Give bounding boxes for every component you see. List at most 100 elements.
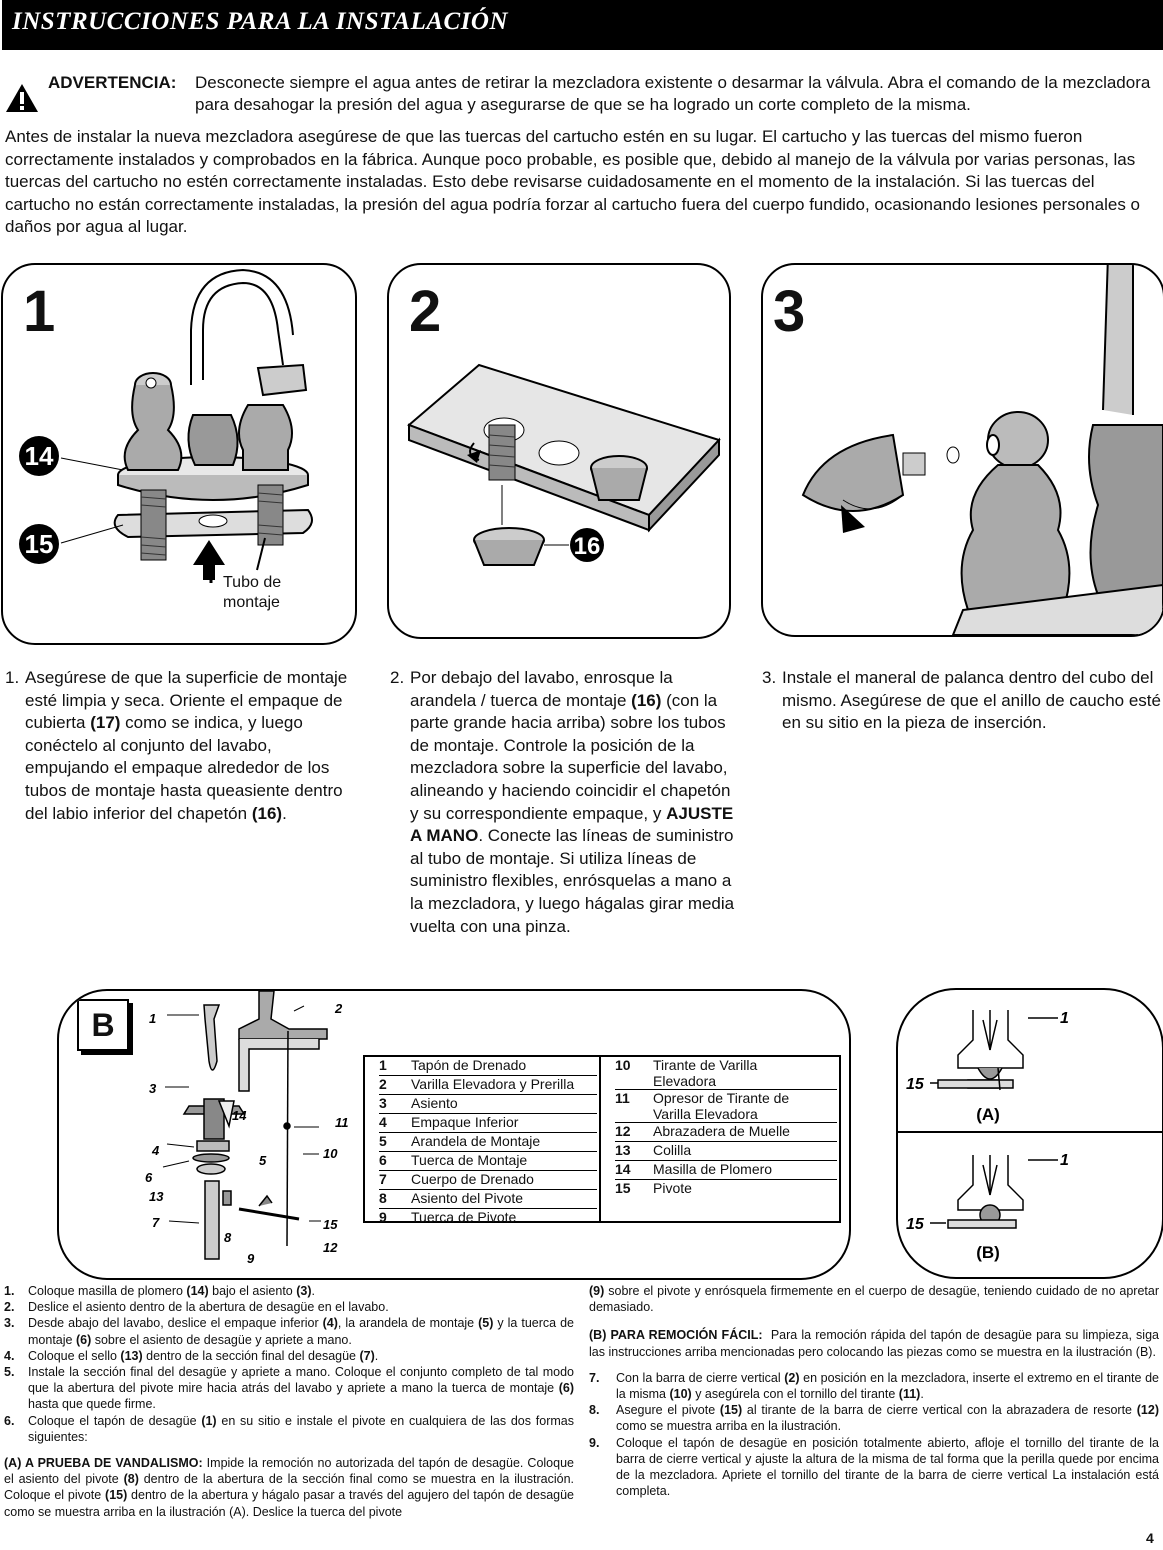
item-text: Asegure el pivote (15) al tirante de la … bbox=[616, 1403, 1159, 1434]
instruction-item: 9.Coloque el tapón de desagüe en posició… bbox=[589, 1435, 1159, 1500]
warning-icon bbox=[6, 84, 38, 112]
page-number: 4 bbox=[1146, 1530, 1154, 1546]
step-number: 1. bbox=[5, 668, 20, 687]
step-3-text: 3. Instale el maneral de palanca dentro … bbox=[762, 667, 1162, 737]
item-text: Con la barra de cierre vertical (2) en p… bbox=[616, 1370, 1159, 1402]
panel-number: 1 bbox=[23, 279, 56, 344]
part-name: Cuerpo de Drenado bbox=[411, 1170, 597, 1190]
page-title: INSTRUCCIONES PARA LA INSTALACIÓN bbox=[12, 8, 509, 35]
item-text: Coloque el tapón de desagüe (1) en su si… bbox=[28, 1413, 574, 1444]
part-name: Tuerca de Montaje bbox=[411, 1151, 597, 1171]
item-text: Instale la sección final del desagüe y a… bbox=[28, 1365, 574, 1412]
faucet-illustration: 14 15 bbox=[19, 268, 313, 583]
part-number: 12 bbox=[615, 1122, 653, 1142]
part-number: 10 bbox=[615, 1057, 653, 1090]
part-name: Pivote bbox=[653, 1180, 692, 1196]
step-1-text: 1. Asegúrese de que la superficie de mon… bbox=[5, 667, 360, 837]
panel-divider bbox=[898, 1131, 1162, 1133]
item-text: Coloque masilla de plomero (14) bajo el … bbox=[28, 1284, 315, 1298]
sink-underside-illustration: 16 bbox=[407, 363, 721, 566]
part-number: 9 bbox=[379, 1209, 387, 1225]
diagram-label: 9 bbox=[247, 1251, 255, 1266]
instruction-item: 6.Coloque el tapón de desagüe (1) en su … bbox=[4, 1413, 574, 1445]
part-name-line2: Varilla Elevadora bbox=[653, 1106, 758, 1122]
part-name: Masilla de Plomero bbox=[653, 1160, 837, 1180]
part-number: 4 bbox=[379, 1113, 411, 1133]
callout-15: 15 bbox=[25, 529, 54, 559]
item-number: 9. bbox=[589, 1435, 600, 1450]
instruction-item: 1. Coloque masilla de plomero (14) bajo e… bbox=[4, 1283, 574, 1299]
part-name: Asiento del Pivote bbox=[411, 1189, 597, 1209]
instruction-item: 8. Asegure el pivote (15) al tirante de l… bbox=[589, 1402, 1159, 1434]
callout-14: 14 bbox=[25, 441, 54, 471]
pivot-options-illustration: 1 15 1 15 (A) (B) bbox=[906, 1010, 1069, 1262]
intro-paragraph: Antes de instalar la nueva mezcladora as… bbox=[5, 127, 1140, 236]
part-number: 7 bbox=[379, 1170, 411, 1190]
diagram-label: 8 bbox=[224, 1230, 232, 1245]
instruction-item: 2.Deslice el asiento dentro de la abertu… bbox=[4, 1299, 574, 1315]
diagram-letter-box: B bbox=[77, 999, 129, 1051]
part-name: Colilla bbox=[653, 1141, 837, 1161]
diagram-label: 13 bbox=[149, 1189, 164, 1204]
table-divider bbox=[599, 1057, 601, 1221]
step-body: Asegúrese de que la superficie de montaj… bbox=[25, 668, 348, 823]
diagram-label: 2 bbox=[334, 1001, 343, 1016]
part-name: Asiento bbox=[411, 1094, 597, 1114]
panel-number: 2 bbox=[409, 279, 442, 344]
step-body: Instale el maneral de palanca dentro del… bbox=[782, 668, 1161, 733]
bottom-right-column: (9) sobre el pivote y enrósquela firmeme… bbox=[589, 1283, 1159, 1523]
part-number: 13 bbox=[615, 1141, 653, 1161]
part-number: 14 bbox=[615, 1160, 653, 1180]
item-text: Coloque el sello (13) dentro de la secci… bbox=[28, 1348, 379, 1363]
pivot-options-panel: 1 15 1 15 (A) (B) bbox=[896, 988, 1163, 1279]
vandal-proof-paragraph: (A) A PRUEBA DE VANDALISMO: Impide la re… bbox=[4, 1456, 574, 1519]
step-2-text: 2. Por debajo del lavabo, enrosque la ar… bbox=[390, 667, 735, 987]
diagram-label: 4 bbox=[151, 1143, 160, 1158]
callout-16: 16 bbox=[574, 533, 601, 560]
bottom-left-list: 1. Coloque masilla de plomero (14) bajo e… bbox=[4, 1283, 574, 1445]
item-text: Desde abajo del lavabo, deslice el empaq… bbox=[28, 1316, 575, 1347]
diagram-label: 3 bbox=[149, 1081, 157, 1096]
instruction-item: 4.Coloque el sello (13) dentro de la sec… bbox=[4, 1348, 574, 1364]
easy-removal-paragraph: (B) PARA REMOCIÓN FÁCIL: Para la remoció… bbox=[589, 1328, 1159, 1359]
item-number: 8. bbox=[589, 1403, 600, 1418]
page-header: INSTRUCCIONES PARA LA INSTALACIÓN bbox=[2, 0, 1163, 50]
panel-step-2: 2 16 bbox=[387, 263, 731, 639]
diagram-label: 10 bbox=[323, 1146, 338, 1161]
panel-step-1: 1 14 bbox=[1, 263, 357, 645]
warning-label: ADVERTENCIA: bbox=[48, 73, 177, 92]
diagram-label: 7 bbox=[152, 1215, 160, 1230]
diagram-label: 1 bbox=[149, 1011, 156, 1026]
warning-text: Desconecte siempre el agua antes de reti… bbox=[195, 73, 1151, 114]
caption-a: (A) bbox=[976, 1105, 1000, 1124]
item-number: 2. bbox=[4, 1300, 15, 1315]
bottom-right-list: 7.Con la barra de cierre vertical (2) en… bbox=[589, 1370, 1159, 1500]
panel-step-3: 3 bbox=[761, 263, 1163, 637]
part-number: 1 bbox=[379, 1057, 411, 1076]
caption-b: (B) bbox=[976, 1243, 1000, 1262]
step-body: Por debajo del lavabo, enrosque la arand… bbox=[410, 668, 735, 936]
part-number: 5 bbox=[379, 1132, 411, 1152]
part-name: Abrazadera de Muelle bbox=[653, 1122, 837, 1142]
instruction-item: 5. Instale la sección final del desagüe y… bbox=[4, 1364, 574, 1413]
part-name: Empaque Inferior bbox=[411, 1113, 597, 1133]
item-number: 5. bbox=[4, 1365, 15, 1380]
item-number: 1. bbox=[4, 1284, 15, 1298]
diagram-label: 5 bbox=[259, 1153, 267, 1168]
drain-assembly-illustration: 1 2 3 14 11 4 5 10 6 13 7 8 9 15 12 bbox=[145, 991, 349, 1266]
part-name: Varilla Elevadora y Prerilla bbox=[411, 1075, 597, 1095]
pivot-label: 1 bbox=[1060, 1152, 1069, 1169]
continuation-paragraph: (9) sobre el pivote y enrósquela firmeme… bbox=[589, 1284, 1159, 1315]
